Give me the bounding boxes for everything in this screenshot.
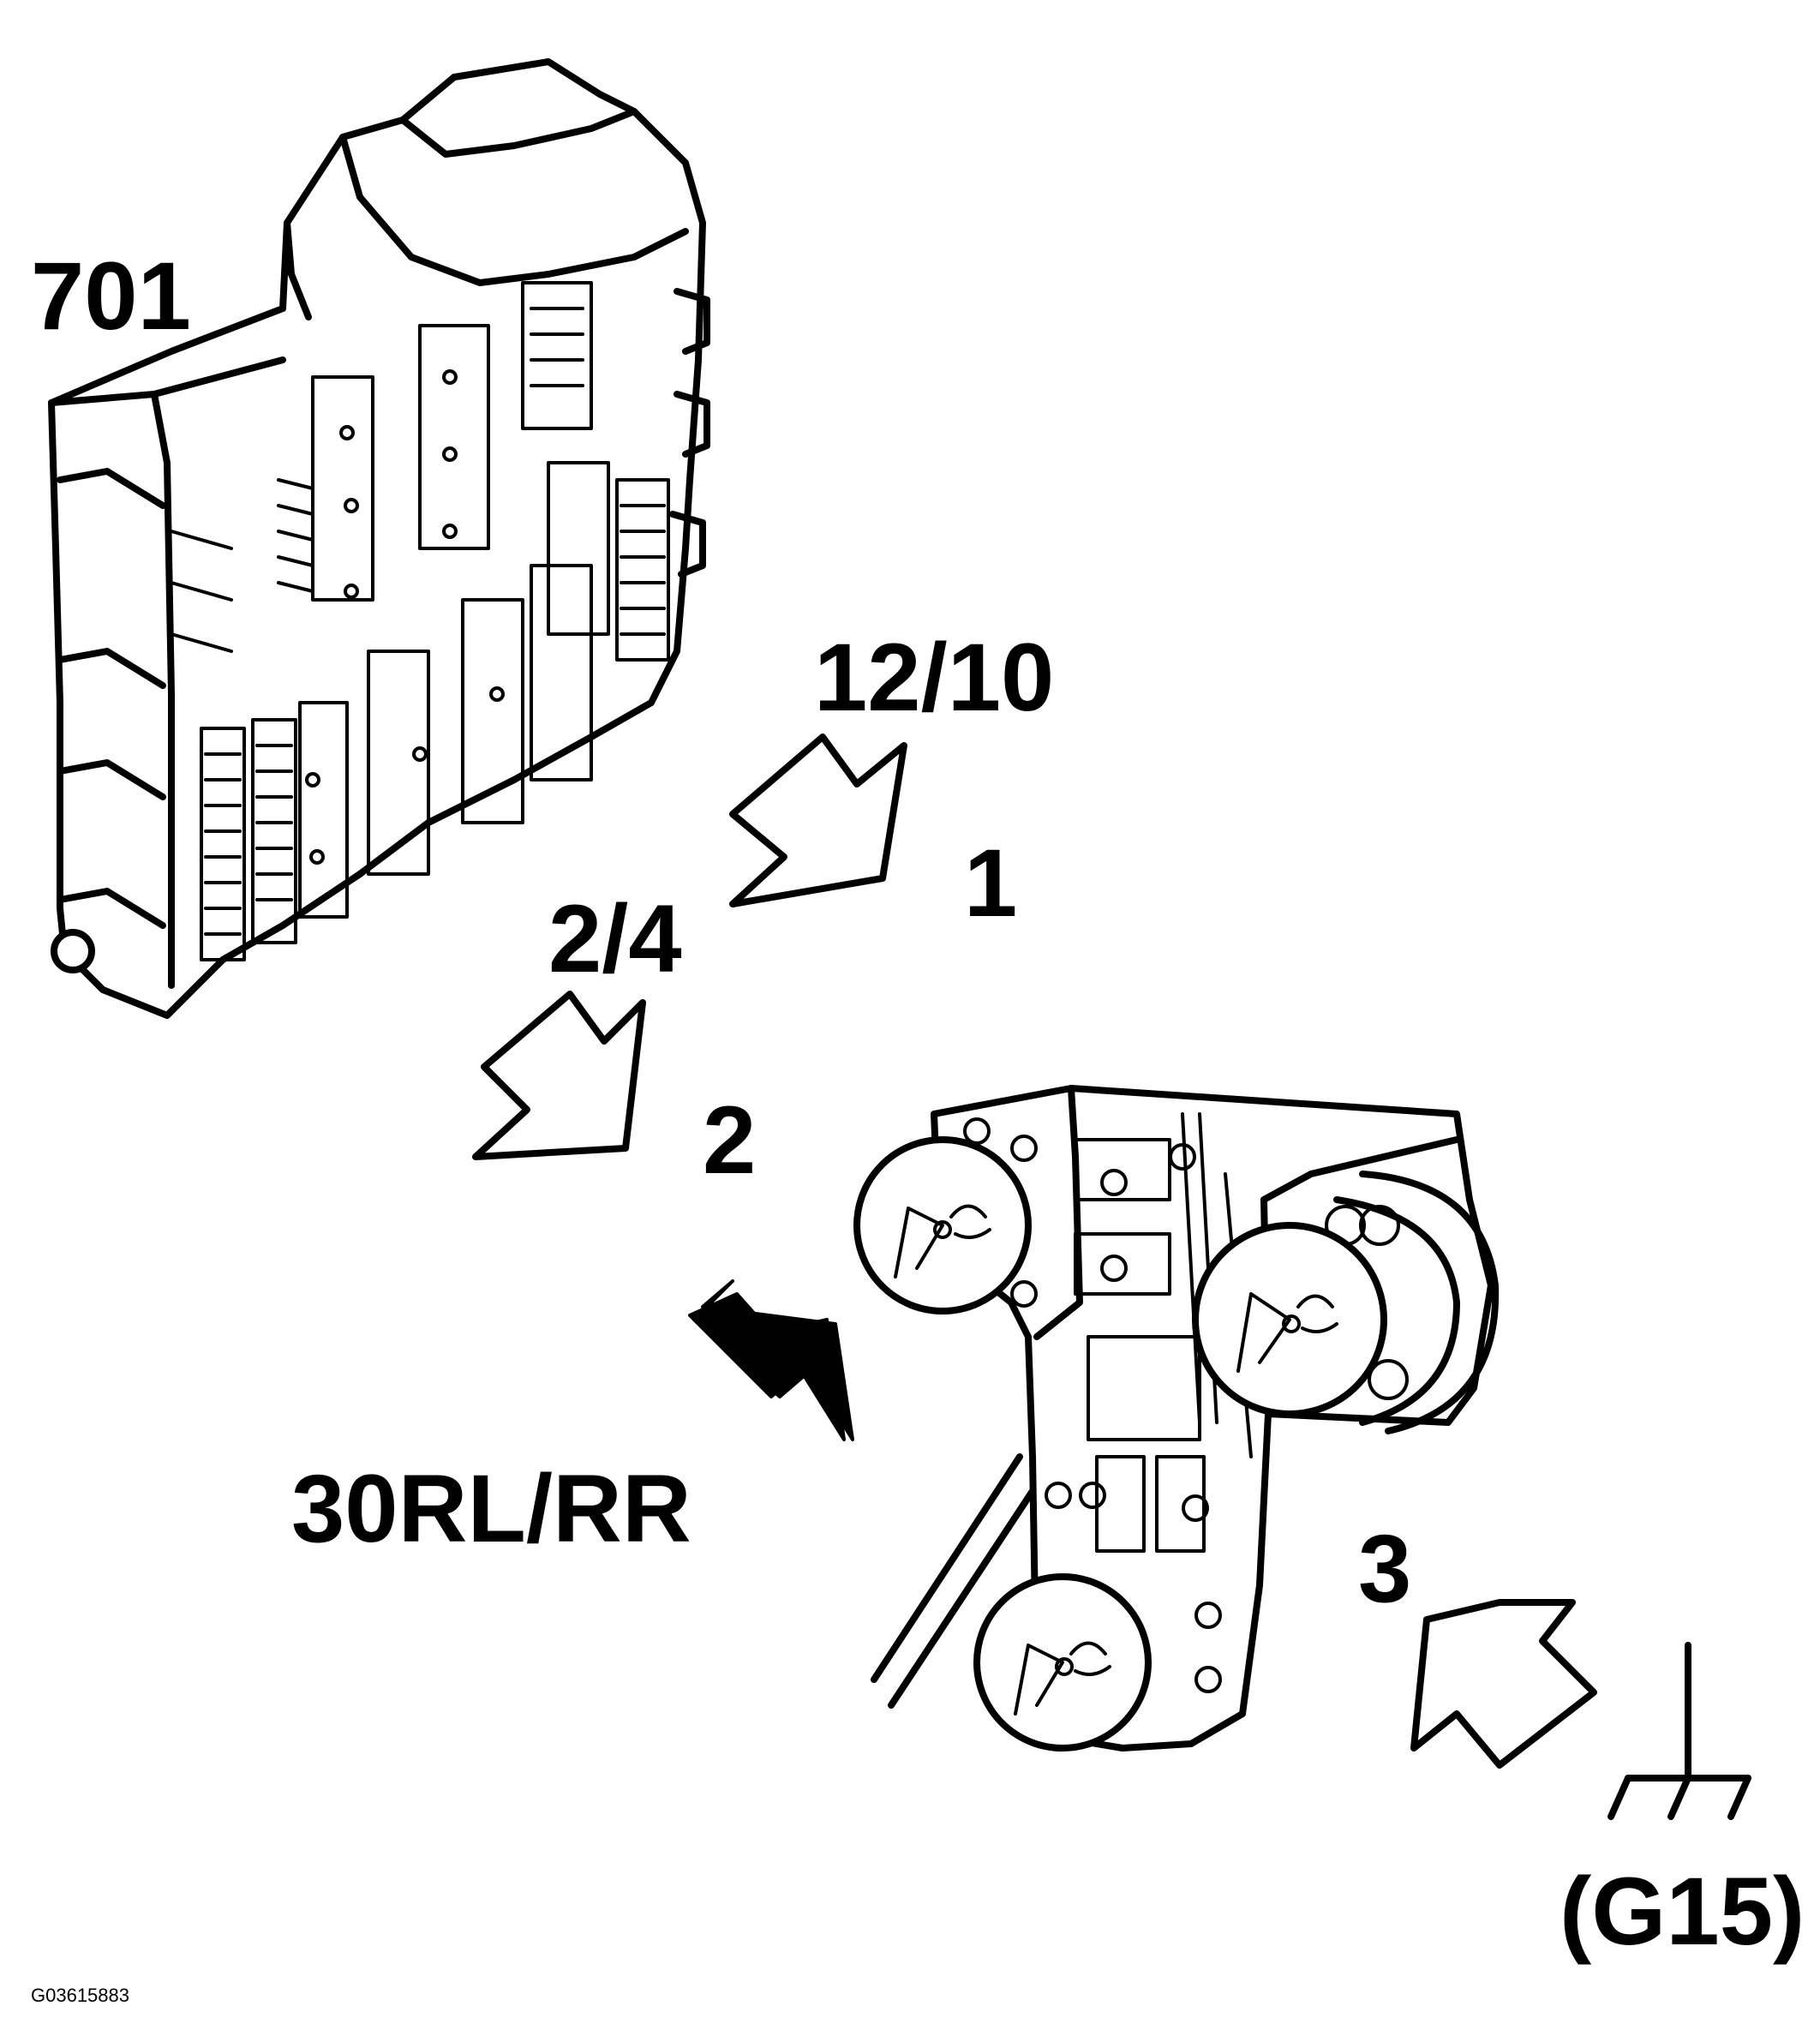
label-image-code: G03615883 [31,1985,129,2006]
label-connector-top: 12/10 [814,624,1055,731]
label-connector-mid: 2/4 [548,885,682,992]
label-module: 701 [31,243,191,350]
label-step-1: 1 [964,829,1018,937]
ground-symbol-icon [1607,1642,1751,1820]
label-ground: (G15) [1560,1858,1805,1965]
outline-arrow-2 [472,991,646,1160]
central-electronic-module-icon [48,58,710,1019]
outline-arrow-3 [1410,1599,1597,1769]
label-step-2: 2 [703,1087,757,1194]
label-feed: 30RL/RR [291,1455,691,1562]
outline-arrow-1 [729,734,907,907]
label-step-3: 3 [1358,1515,1412,1622]
tail-lamp-bulb-holder-icon [853,1085,1500,1752]
